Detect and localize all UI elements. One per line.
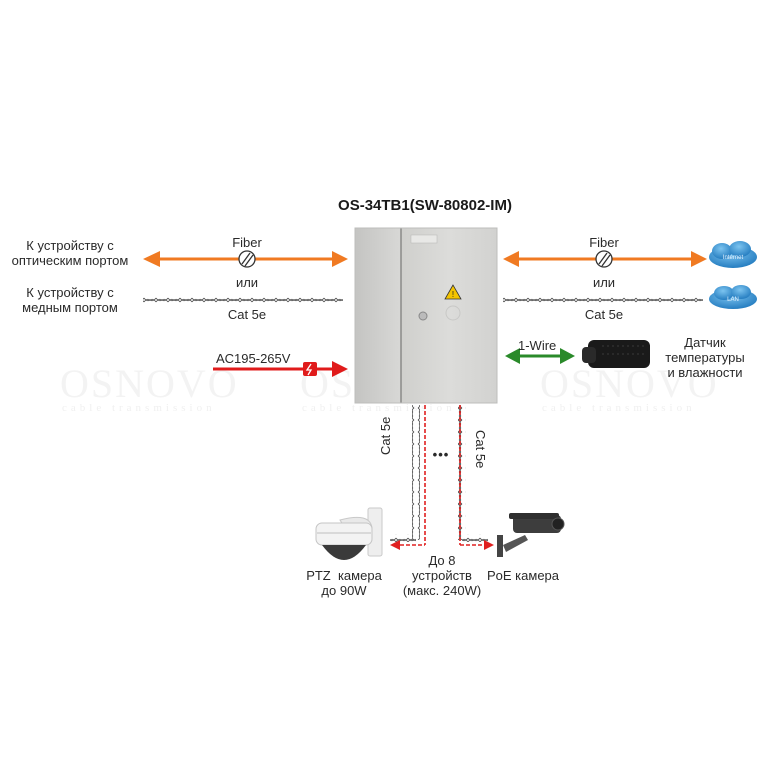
devices-line1: До 8 xyxy=(428,553,456,568)
warning-icon: ! xyxy=(444,284,462,300)
diagram-title: OS-34TB1(SW-80802-IM) xyxy=(338,197,512,214)
onewire-label: 1-Wire xyxy=(518,338,557,353)
bottom-left-cat5e-label: Cat 5e xyxy=(378,416,393,455)
ground-symbol xyxy=(445,305,461,321)
left-poe-arrowhead xyxy=(390,540,400,550)
devices-line2: устройств xyxy=(412,568,472,583)
right-cat5e-cable xyxy=(503,296,703,304)
fiber-connector-icon-right xyxy=(595,250,613,268)
watermark-left-tagline: cable transmission xyxy=(62,402,216,414)
right-cat5e-label: Cat 5e xyxy=(584,307,624,322)
lightning-icon xyxy=(303,362,317,376)
bottom-right-cat5e-label: Cat 5e xyxy=(473,430,488,469)
left-fiber-arrow xyxy=(143,250,348,268)
right-fiber-arrow xyxy=(503,250,707,268)
ellipsis-label: ••• xyxy=(432,447,450,462)
left-vertical-cat5e xyxy=(412,405,420,540)
internet-label: Internet xyxy=(723,255,744,261)
right-poe-arrowhead xyxy=(484,540,494,550)
power-arrow xyxy=(213,361,348,377)
optical-device-label: К устройству с оптическим портом xyxy=(0,238,140,268)
copper-device-line1: К устройству с xyxy=(26,285,114,300)
lock-icon xyxy=(418,311,428,321)
copper-device-label: К устройству с медным портом xyxy=(0,285,140,315)
ptz-line2: до 90W xyxy=(321,583,367,598)
devices-line3: (макс. 240W) xyxy=(402,583,482,598)
svg-text:!: ! xyxy=(452,290,454,299)
fiber-connector-icon xyxy=(238,250,256,268)
ptz-line1: PTZ камера xyxy=(306,568,382,583)
copper-device-line2: медным портом xyxy=(22,300,118,315)
watermark-right: OSNOVO xyxy=(540,361,719,406)
right-bottom-twist xyxy=(462,534,488,542)
right-vertical-cat5e xyxy=(458,405,466,540)
left-cat5e-label: Cat 5e xyxy=(227,307,267,322)
sensor-label: Датчик температуры и влажности xyxy=(655,335,755,380)
left-or-label: или xyxy=(235,275,259,290)
watermark-left: OSNOVO xyxy=(60,361,239,406)
right-fiber-label: Fiber xyxy=(589,235,619,250)
enclosure-box: ! xyxy=(354,227,498,404)
watermark-right-tagline: cable transmission xyxy=(542,402,696,414)
nameplate xyxy=(410,234,438,244)
optical-device-line1: К устройству с xyxy=(26,238,114,253)
sensor-line2: температуры xyxy=(665,350,745,365)
right-or-label: или xyxy=(592,275,616,290)
internet-cloud-icon: Internet xyxy=(709,241,757,268)
arrowhead-left xyxy=(143,251,160,267)
devices-count-label: До 8 устройств (макс. 240W) xyxy=(392,553,492,598)
left-bottom-twist xyxy=(390,534,416,542)
sensor-line1: Датчик xyxy=(684,335,726,350)
power-label: AC195-265V xyxy=(216,351,291,366)
sensor-icon xyxy=(582,340,650,368)
lan-cloud-icon: LAN xyxy=(709,285,757,309)
ptz-camera-icon xyxy=(315,507,383,560)
poe-camera-label: PoE камера xyxy=(487,568,560,583)
left-fiber-label: Fiber xyxy=(232,235,262,250)
ptz-camera-label: PTZ камера до 90W xyxy=(296,568,392,598)
left-cat5e-cable xyxy=(143,296,343,304)
optical-device-line2: оптическим портом xyxy=(11,253,129,268)
onewire-arrow xyxy=(505,348,575,364)
poe-camera-icon xyxy=(497,513,565,557)
arrowhead-right xyxy=(332,251,348,267)
lan-label: LAN xyxy=(727,297,739,303)
sensor-line3: и влажности xyxy=(667,365,743,380)
